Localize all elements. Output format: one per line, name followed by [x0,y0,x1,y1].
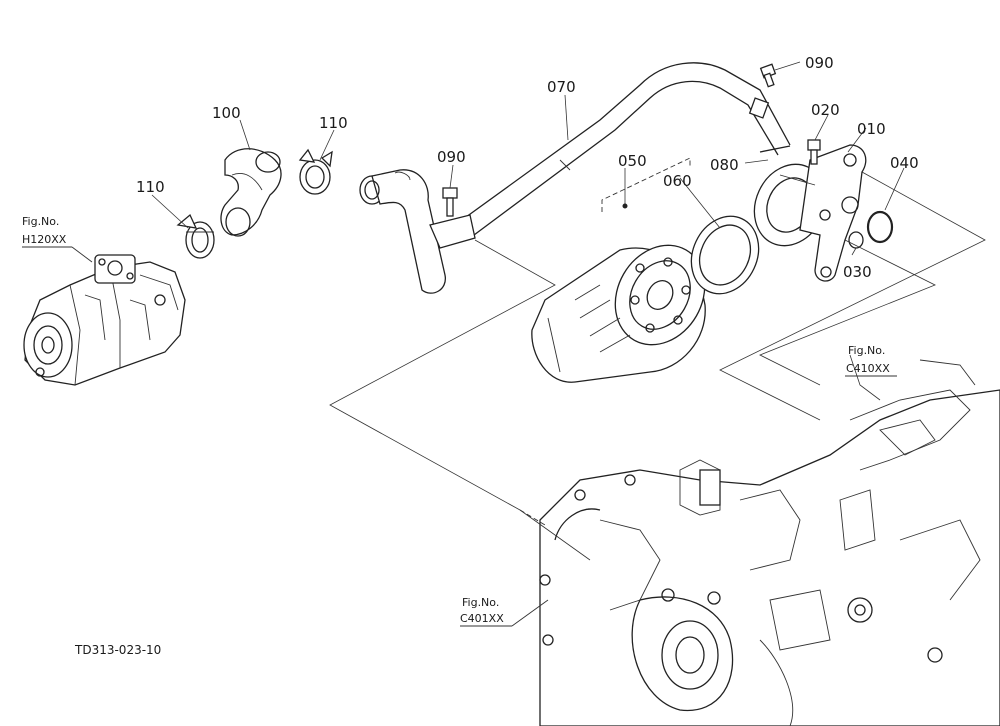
part-label-070: 070 [547,78,576,96]
bolt-020 [807,139,821,165]
hose-clamp-lower [176,213,215,259]
bolt-090-mid [442,187,458,217]
suction-pipe-elbow [359,169,446,294]
long-pipe [429,62,791,249]
leader-lines [151,61,905,401]
assembly-outline-lines [329,157,986,561]
part-label-110-lower: 110 [136,178,165,196]
fig-h120-code: H120XX [22,233,67,246]
rubber-hose [220,148,282,237]
oil-filter-cartridge [531,244,706,383]
bolt-090-top [759,63,777,88]
filter-head [753,144,867,282]
part-label-060: 060 [663,172,692,190]
fig-h120-leader [71,246,93,263]
part-label-020: 020 [811,101,840,119]
o-ring-040 [866,210,894,244]
hose-clamp-upper [298,148,333,195]
part-label-090-top: 090 [805,54,834,72]
fig-c401-leader [511,599,549,627]
fig-h120-label: Fig.No. [22,215,59,228]
fig-c410-code: C410XX [846,362,890,375]
transmission-housing [539,359,1000,726]
fig-c410-label: Fig.No. [848,344,885,357]
part-label-010: 010 [857,120,886,138]
part-label-030: 030 [843,263,872,281]
part-label-080: 080 [710,156,739,174]
filter-gasket [690,215,760,295]
part-label-100: 100 [212,104,241,122]
part-label-090-mid: 090 [437,148,466,166]
fig-c401-label: Fig.No. [462,596,499,609]
hydraulic-pump [23,254,186,386]
fig-c401-code: C401XX [460,612,504,625]
part-label-110-upper: 110 [319,114,348,132]
part-label-050: 050 [618,152,647,170]
part-label-040: 040 [890,154,919,172]
drawing-id: TD313-023-10 [74,643,161,657]
